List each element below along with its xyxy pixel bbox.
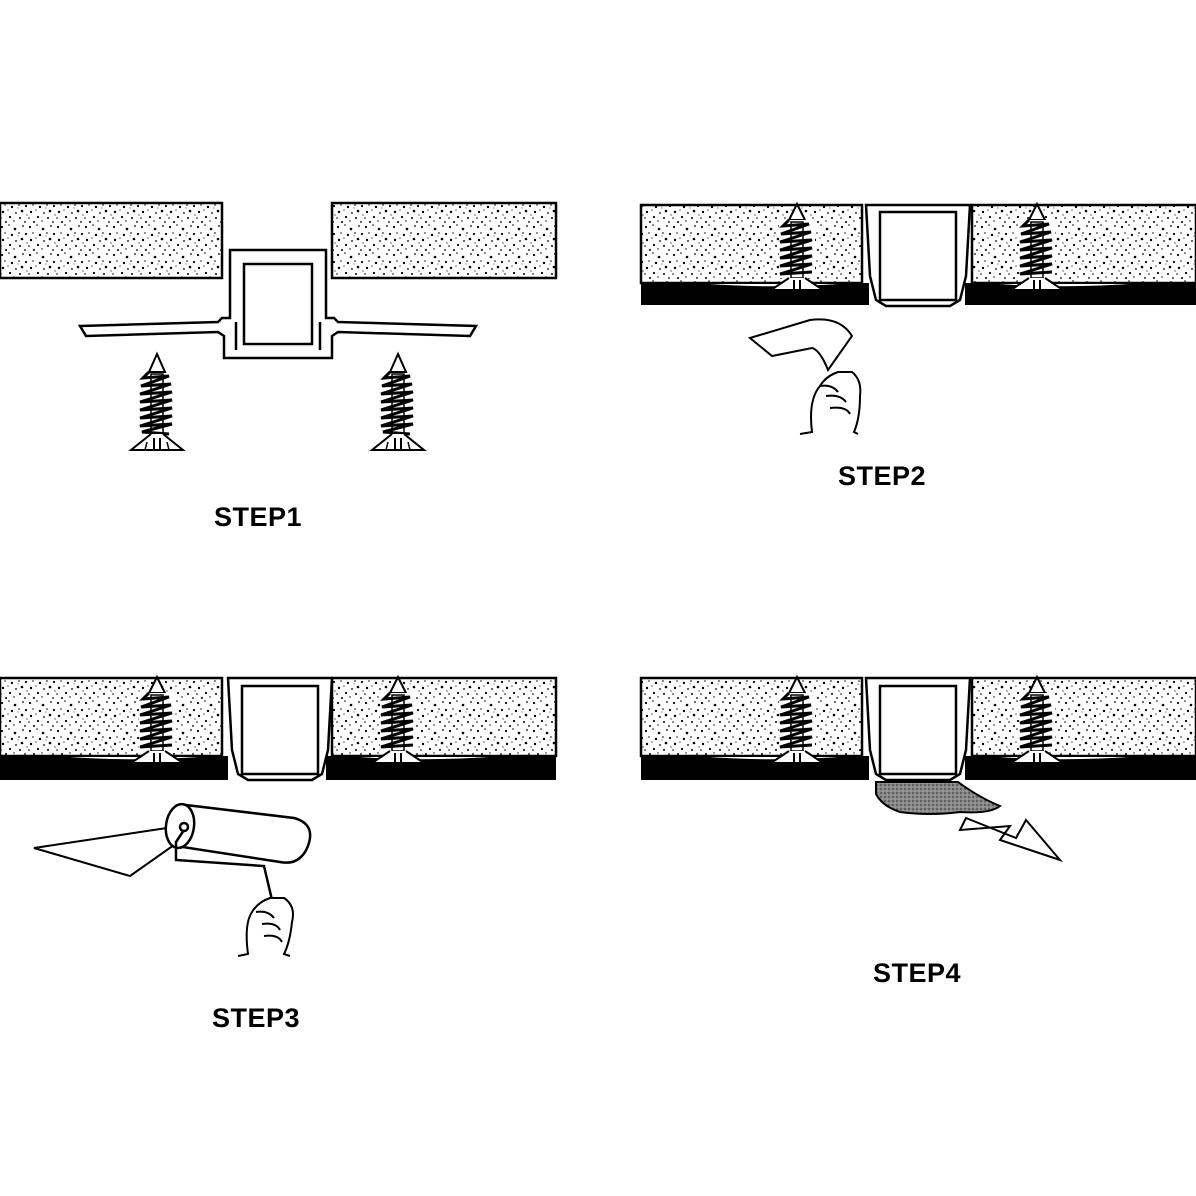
hand-icon [799,371,862,435]
aluminum-profile-icon [77,248,479,360]
drywall-panel-icon [970,203,1196,285]
drywall-screw-icon [129,352,185,452]
paint-roller-icon [164,802,312,901]
tape-strip-icon [33,824,186,878]
step3-label: STEP3 [212,1003,301,1033]
arrow-icon [958,816,1064,863]
aluminum-profile-icon [864,203,972,308]
tape-strip-icon [747,318,854,373]
tape-strip-icon [875,781,1002,815]
drywall-panel-icon [639,676,864,758]
drywall-panel-icon [970,676,1196,758]
drywall-panel-icon [0,676,224,758]
step4-label: STEP4 [873,958,962,988]
step3-illustration [0,675,558,957]
step4-illustration [639,675,1196,863]
step2-label: STEP2 [838,461,927,491]
aluminum-profile-icon [864,676,972,782]
drywall-panel-icon [0,201,224,280]
aluminum-profile-icon [226,676,334,782]
step1-illustration [0,201,558,452]
drywall-screw-icon [370,352,426,452]
hand-icon [237,897,294,957]
step1-label: STEP1 [214,502,303,532]
drywall-panel-icon [330,676,558,758]
drywall-panel-icon [330,201,558,280]
step2-illustration [639,202,1196,435]
drywall-panel-icon [639,203,864,285]
